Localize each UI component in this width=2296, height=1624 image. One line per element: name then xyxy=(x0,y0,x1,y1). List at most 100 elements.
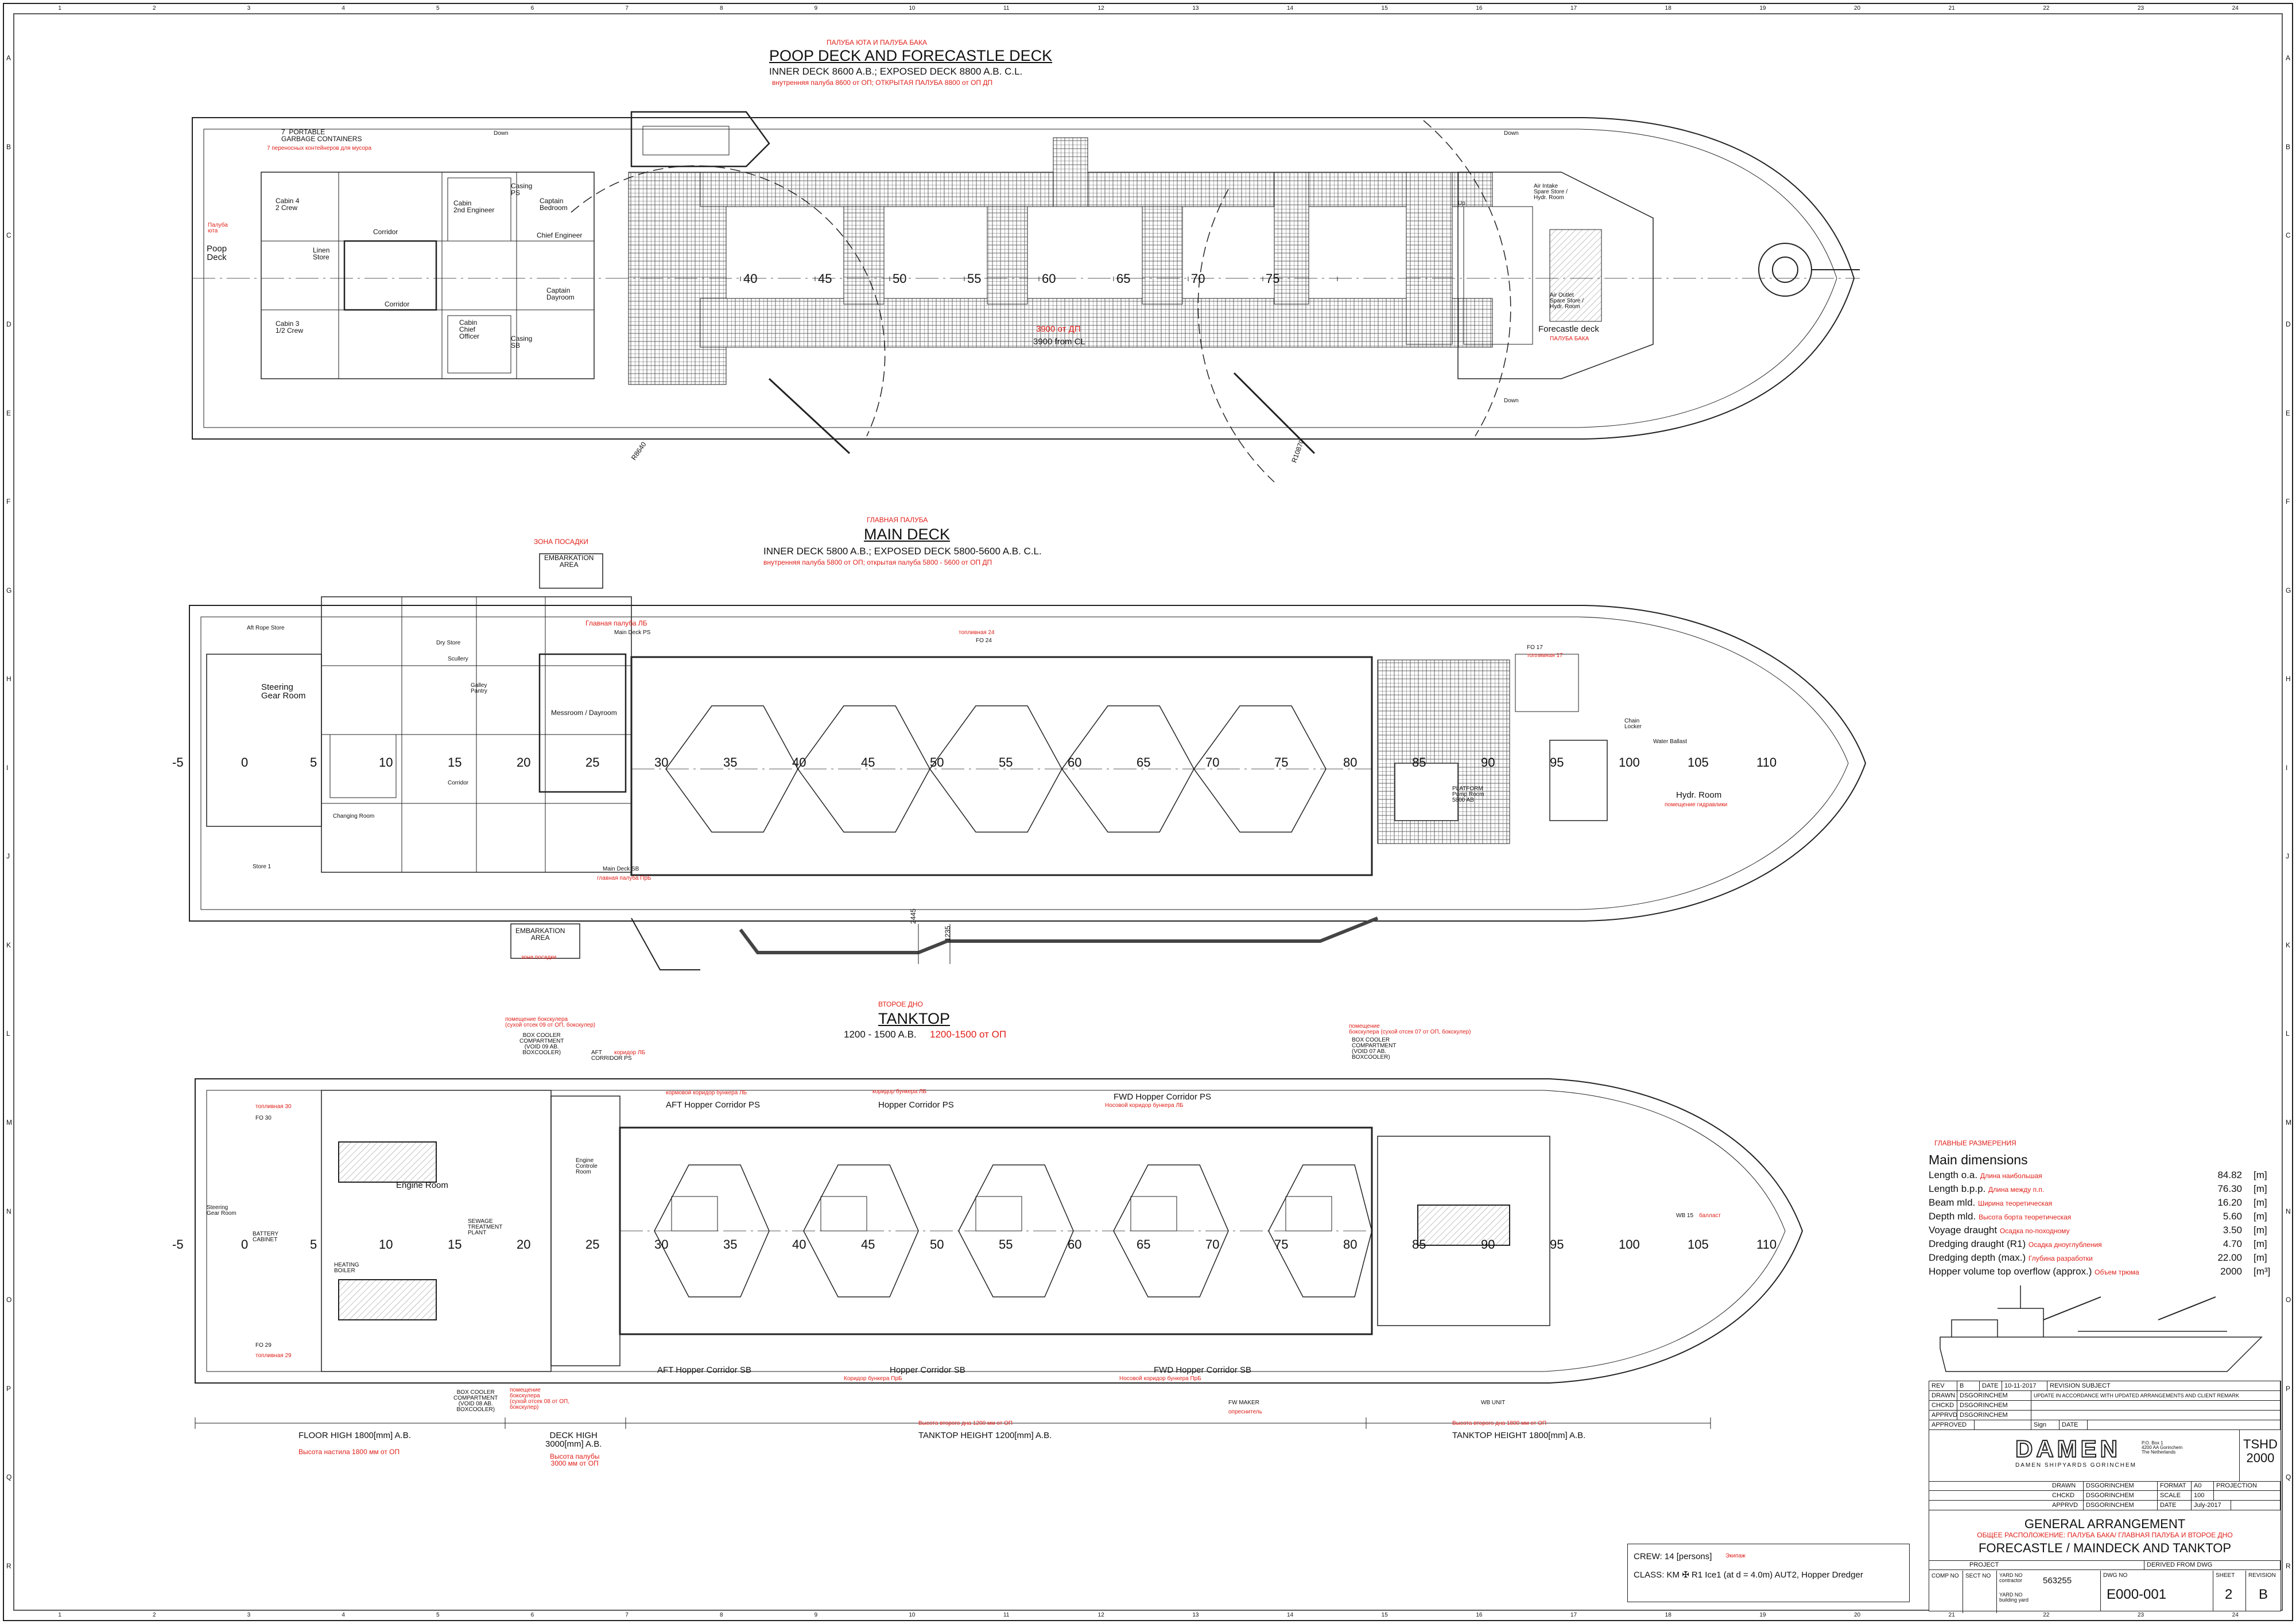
dims-value: 16.20 xyxy=(2217,1197,2242,1208)
label-box-sb: BOX COOLER COMPARTMENT (VOID 08 AB. BOXC… xyxy=(453,1389,498,1413)
label-garbage-ru: 7 переносных контейнеров для мусора xyxy=(267,145,372,151)
grid-col-top-9: 9 xyxy=(814,5,818,11)
main-frame-75: 75 xyxy=(1274,755,1289,770)
grid-col-bottom-19: 19 xyxy=(1759,1612,1766,1618)
grid-col-top-16: 16 xyxy=(1476,5,1483,11)
poop-frame-50: 50 xyxy=(893,271,907,286)
label-down-3: Down xyxy=(1504,398,1519,404)
main-frame-70: 70 xyxy=(1205,755,1220,770)
label-engine-room: Engine Room xyxy=(396,1180,448,1190)
label-cabin3: Cabin 3 1/2 Crew xyxy=(276,320,304,335)
tank-frame-10: 10 xyxy=(379,1237,393,1252)
engine-room xyxy=(321,1090,552,1372)
tb-drawn2: DRAWN xyxy=(2050,1481,2084,1490)
label-box-fwd-ru: помещение бокскулера (сухой отсек 07 от … xyxy=(1349,1023,1471,1035)
crew-box: CREW: 14 [persons] Экипаж CLASS: KM ✠ R1… xyxy=(1627,1544,1910,1602)
tb-sign: Sign xyxy=(2031,1420,2060,1429)
label-sewage: SEWAGE TREATMENT PLANT xyxy=(468,1218,503,1236)
label-3900-ru: 3900 от ДП xyxy=(1036,324,1081,334)
tank-frame-95: 95 xyxy=(1550,1237,1564,1252)
crane-swing-arc-left xyxy=(571,165,886,437)
wheelhouse-outline xyxy=(630,111,770,168)
dims-unit: [m] xyxy=(2254,1225,2267,1236)
tank-frame-70: 70 xyxy=(1205,1237,1220,1252)
tanktop-plan xyxy=(195,1078,1804,1429)
poop-subtitle: INNER DECK 8600 A.B.; EXPOSED DECK 8800 … xyxy=(769,66,1023,77)
grid-col-top-22: 22 xyxy=(2043,5,2050,11)
tb-rev-val: B xyxy=(1957,1381,1980,1390)
label-main-deck-ps-ru: Главная палуба ЛБ xyxy=(585,619,647,627)
main-frame-30: 30 xyxy=(654,755,669,770)
dims-value: 22.00 xyxy=(2217,1252,2242,1263)
grid-row-left-G: G xyxy=(6,586,12,595)
grid-row-right-B: B xyxy=(2286,142,2291,151)
dims-unit: [m] xyxy=(2254,1170,2267,1180)
grid-col-top-19: 19 xyxy=(1759,5,1766,11)
label-deck-high-ru: Высота палубы 3000 мм от ОП xyxy=(550,1452,600,1467)
tank-frame-40: 40 xyxy=(792,1237,806,1252)
grid-col-top-11: 11 xyxy=(1003,5,1010,11)
label-box-ps: BOX COOLER COMPARTMENT (VOID 09 AB. BOXC… xyxy=(519,1032,564,1056)
label-air-intake: Air Intake Spare Store / Hydr. Room xyxy=(1534,183,1568,201)
label-aft-rope: Aft Rope Store xyxy=(247,625,285,631)
grid-col-top-14: 14 xyxy=(1287,5,1294,11)
main-frame-10: 10 xyxy=(379,755,393,770)
dims-label: Voyage draught Осадка по-походному xyxy=(1929,1225,2070,1236)
tb-chkd-org: DSGORINCHEM xyxy=(1957,1401,2031,1410)
label-aft-hopper-sb: AFT Hopper Corridor SB xyxy=(657,1365,751,1375)
grid-col-top-13: 13 xyxy=(1192,5,1199,11)
class-line: CLASS: KM ✠ R1 Ice1 (at d = 4.0m) AUT2, … xyxy=(1634,1570,1863,1580)
tb-approved: APPROVED xyxy=(1929,1420,1975,1429)
grid-row-left-F: F xyxy=(6,498,11,506)
grid-col-top-5: 5 xyxy=(436,5,440,11)
dims-row: Dredging draught (R1) Осадка дноуглублен… xyxy=(1929,1237,2274,1251)
label-embark-b: EMBARKATION AREA xyxy=(515,927,565,942)
label-galley: Galley Pantry xyxy=(471,682,487,694)
tank-frame-65: 65 xyxy=(1137,1237,1151,1252)
grid-row-left-O: O xyxy=(6,1296,12,1304)
dims-label: Hopper volume top overflow (approx.) Объ… xyxy=(1929,1266,2139,1277)
grid-col-top-6: 6 xyxy=(530,5,534,11)
main-deck-plan xyxy=(189,553,1867,970)
label-wb15: WB 15 xyxy=(1676,1213,1694,1219)
grid-col-bottom-21: 21 xyxy=(1948,1612,1955,1618)
label-embark-b-ru: зона посадки xyxy=(521,954,557,961)
main-frame-20: 20 xyxy=(517,755,531,770)
label-battery: BATTERY CABINET xyxy=(253,1231,279,1243)
main-frame-65: 65 xyxy=(1137,755,1151,770)
label-hopper-sb-ru: Коридор бункера ПрБ xyxy=(844,1376,902,1382)
label-hydr-room: Hydr. Room xyxy=(1676,790,1722,800)
tb-approved2: APPRVD xyxy=(2050,1501,2084,1510)
poop-title: POOP DECK AND FORECASTLE DECK xyxy=(769,47,1053,64)
tb-revision: REVISION xyxy=(2248,1572,2276,1579)
tb-date2-val: July-2017 xyxy=(2192,1501,2231,1510)
dims-unit: [m³] xyxy=(2254,1266,2271,1277)
dims-header: Main dimensions xyxy=(1929,1152,2028,1167)
dims-label: Length o.a. Длина наибольшая xyxy=(1929,1170,2042,1180)
grid-col-bottom-18: 18 xyxy=(1665,1612,1671,1618)
grid-col-bottom-12: 12 xyxy=(1097,1612,1104,1618)
dims-row: Dredging depth (max.) Глубина разработки… xyxy=(1929,1251,2274,1265)
dims-unit: [m] xyxy=(2254,1238,2267,1249)
label-changing: Changing Room xyxy=(333,813,375,819)
tb-chkd: CHCKD xyxy=(1929,1401,1957,1410)
dim-2445: 2445 xyxy=(909,908,917,924)
label-steering-tank: Steering Gear Room xyxy=(207,1205,236,1217)
grid-col-bottom-6: 6 xyxy=(530,1612,534,1618)
poop-frame-45: 45 xyxy=(818,271,832,286)
label-dry-store: Dry Store xyxy=(436,640,461,646)
drawing-title-ru: ОБЩЕЕ РАСПОЛОЖЕНИЕ: ПАЛУБА БАКА/ ГЛАВНАЯ… xyxy=(1977,1531,2233,1539)
grid-col-top-18: 18 xyxy=(1665,5,1671,11)
drawing-title-1: GENERAL ARRANGEMENT xyxy=(2024,1517,2186,1531)
grid-col-top-8: 8 xyxy=(720,5,723,11)
poop-frame-55: 55 xyxy=(967,271,982,286)
label-store1: Store 1 xyxy=(253,864,272,870)
main-frame-45: 45 xyxy=(861,755,875,770)
dims-unit: [m] xyxy=(2254,1252,2267,1263)
grid-row-right-R: R xyxy=(2286,1561,2291,1570)
dims-header-ru: ГЛАВНЫЕ РАЗМЕРЕНИЯ xyxy=(1934,1139,2016,1147)
main-title-ru: ГЛАВНАЯ ПАЛУБА xyxy=(867,516,928,524)
